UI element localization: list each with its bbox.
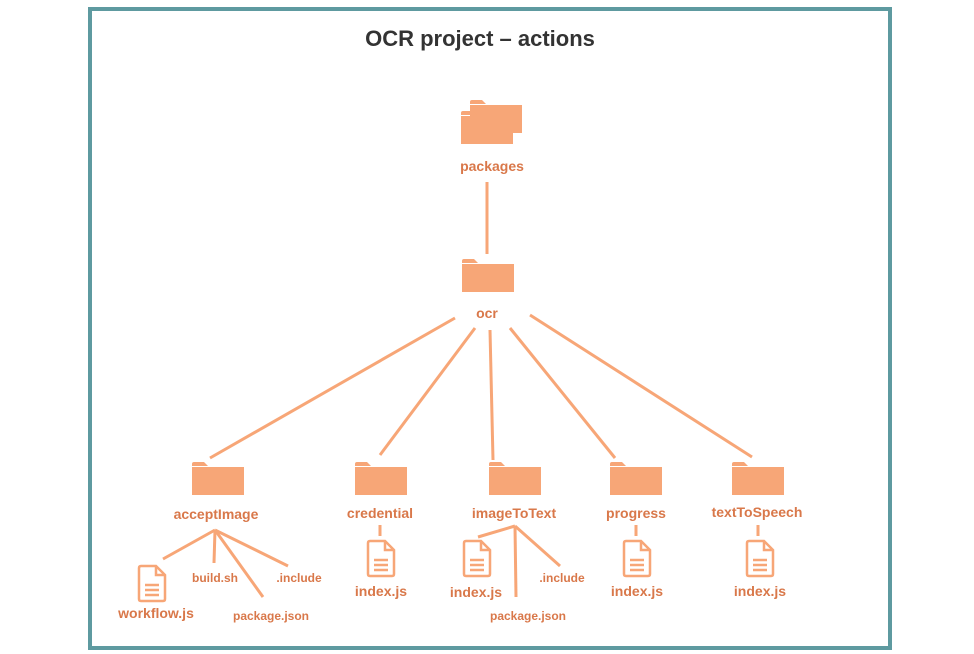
credential-file-icon bbox=[366, 539, 396, 578]
connector-lines bbox=[162, 182, 760, 598]
file-label-itt-include: .include bbox=[539, 571, 585, 585]
folder-label-texttospeech: textToSpeech bbox=[712, 504, 803, 520]
imagetotext-folder-icon bbox=[489, 462, 541, 495]
diagram-title: OCR project – actions bbox=[365, 26, 595, 51]
file-label-tts-index: index.js bbox=[734, 583, 786, 599]
packages-folder-icon bbox=[461, 100, 522, 144]
acceptimage-folder-icon bbox=[192, 462, 244, 495]
file-label-package-json: package.json bbox=[233, 609, 309, 623]
workflow-file-icon bbox=[137, 564, 167, 603]
texttospeech-file-icon bbox=[745, 539, 775, 578]
texttospeech-folder-icon bbox=[732, 462, 784, 495]
folder-label-progress: progress bbox=[606, 505, 666, 521]
folder-label-acceptimage: acceptImage bbox=[174, 506, 259, 522]
file-label-itt-package-json: package.json bbox=[490, 609, 566, 623]
progress-file-icon bbox=[622, 539, 652, 578]
imagetotext-file-icon bbox=[462, 539, 492, 578]
file-label-itt-index: index.js bbox=[450, 584, 502, 600]
credential-folder-icon bbox=[355, 462, 407, 495]
progress-folder-icon bbox=[610, 462, 662, 495]
file-label-build: build.sh bbox=[192, 571, 238, 585]
file-label-credential-index: index.js bbox=[355, 583, 407, 599]
folder-label-credential: credential bbox=[347, 505, 413, 521]
file-label-progress-index: index.js bbox=[611, 583, 663, 599]
folder-label-imagetotext: imageToText bbox=[472, 505, 557, 521]
file-label-workflow: workflow.js bbox=[117, 605, 194, 621]
file-label-include: .include bbox=[276, 571, 322, 585]
folder-label-packages: packages bbox=[460, 158, 524, 174]
ocr-folder-icon bbox=[462, 259, 514, 292]
folder-label-ocr: ocr bbox=[476, 305, 498, 321]
